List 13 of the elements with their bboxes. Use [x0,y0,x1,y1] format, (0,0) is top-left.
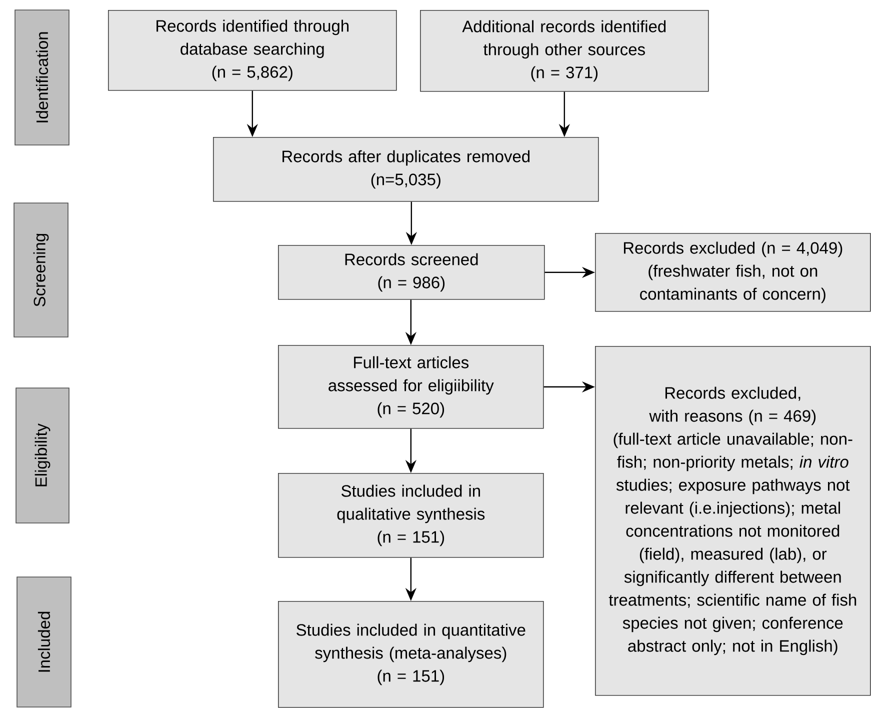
process-box: Studies included in qualitative synthesis (n = 151) [278,473,544,558]
stage-tab: Identification [14,10,70,146]
stage-tab: Screening [14,202,68,338]
stage-tab: Included [16,576,72,708]
process-box: Records identified through database searching (n = 5,862) [108,10,397,91]
stage-tab: Eligibility [16,388,70,524]
process-box: Records excluded, with reasons (n = 469) (full-text article unavailable; non-fish; non-priority metals; in vitro studies; exposure pathways not relevant (i.e.injections); metal concentrations not monitored (field), measured (lab), or significantly different between treatments; scientific name of fish species not given; conference abstract only; not in English) [595,346,871,696]
process-box: Records after duplicates removed (n=5,035) [213,137,599,202]
process-box: Records screened (n = 986) [278,245,545,300]
process-box: Additional records identified through other sources (n = 371) [420,10,709,92]
process-box: Studies included in quantitative synthesis (meta-analyses) (n = 151) [278,601,544,708]
process-box: Full-text articles assessed for eligiibility (n = 520) [278,345,544,429]
process-box: Records excluded (n = 4,049) (freshwater fish, not on contaminants of concern) [595,233,871,312]
